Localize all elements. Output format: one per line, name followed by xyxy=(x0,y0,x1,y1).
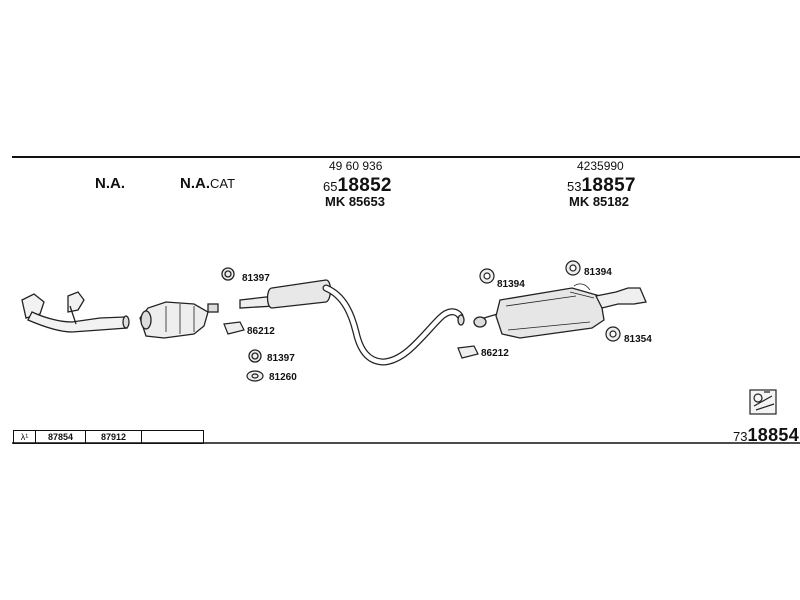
part-label-gasket: 81260 xyxy=(269,372,297,383)
kit-ref-number: 6518852 xyxy=(323,176,392,195)
kit-number: 7318854 xyxy=(733,426,799,444)
lambda-cell-3 xyxy=(142,431,203,443)
part-label-hanger-left: 81394 xyxy=(497,279,525,290)
kit-number-main: 18854 xyxy=(747,425,800,445)
catalytic-converter xyxy=(139,301,219,339)
part-label-clamp-top: 81397 xyxy=(242,273,270,284)
rear-rubber-mount-icon xyxy=(457,345,479,359)
clamp-icon-lower xyxy=(248,349,262,363)
hanger-icon-lower xyxy=(605,326,621,342)
part-label-clamp-bottom: 81397 xyxy=(267,353,295,364)
lambda-symbol: λ¹ xyxy=(14,431,36,443)
mk-ref-number: MK 85653 xyxy=(325,194,385,209)
clamp-icon xyxy=(221,267,235,281)
part-label-rubber-mount: 86212 xyxy=(247,326,275,337)
mk-ref-number-2: MK 85182 xyxy=(569,194,629,209)
hanger-icon-left xyxy=(479,268,495,284)
column-label-na: N.A. xyxy=(95,175,125,192)
ref-number-top: 49 60 936 xyxy=(329,159,383,173)
ref-number-top-2: 4235990 xyxy=(577,159,624,173)
gasket-icon xyxy=(246,370,264,382)
rear-silencer xyxy=(473,283,647,339)
column-label-na-cat: N.A.CAT xyxy=(180,176,235,191)
kit-ref-prefix-2: 53 xyxy=(567,179,582,194)
hanger-icon-right xyxy=(565,260,581,276)
kit-logo-icon xyxy=(749,389,777,415)
kit-number-prefix: 73 xyxy=(733,429,748,444)
front-downpipe xyxy=(21,291,130,333)
kit-ref-main: 18852 xyxy=(337,175,392,196)
column-label-na-cat-suffix: CAT xyxy=(210,176,236,191)
kit-ref-prefix: 65 xyxy=(323,179,338,194)
part-label-hanger-lower: 81354 xyxy=(624,334,652,345)
part-label-rubber-mount-rear: 86212 xyxy=(481,348,509,359)
column-label-na-cat-main: N.A. xyxy=(180,175,210,192)
rubber-mount-icon xyxy=(223,321,245,335)
part-label-hanger-right: 81394 xyxy=(584,267,612,278)
lambda-cell-1: 87854 xyxy=(36,431,86,443)
kit-ref-main-2: 18857 xyxy=(581,175,636,196)
lambda-table: λ¹ 87854 87912 xyxy=(13,430,204,444)
kit-ref-number-2: 5318857 xyxy=(567,176,636,195)
lambda-cell-2: 87912 xyxy=(86,431,142,443)
middle-pipe xyxy=(239,279,465,366)
